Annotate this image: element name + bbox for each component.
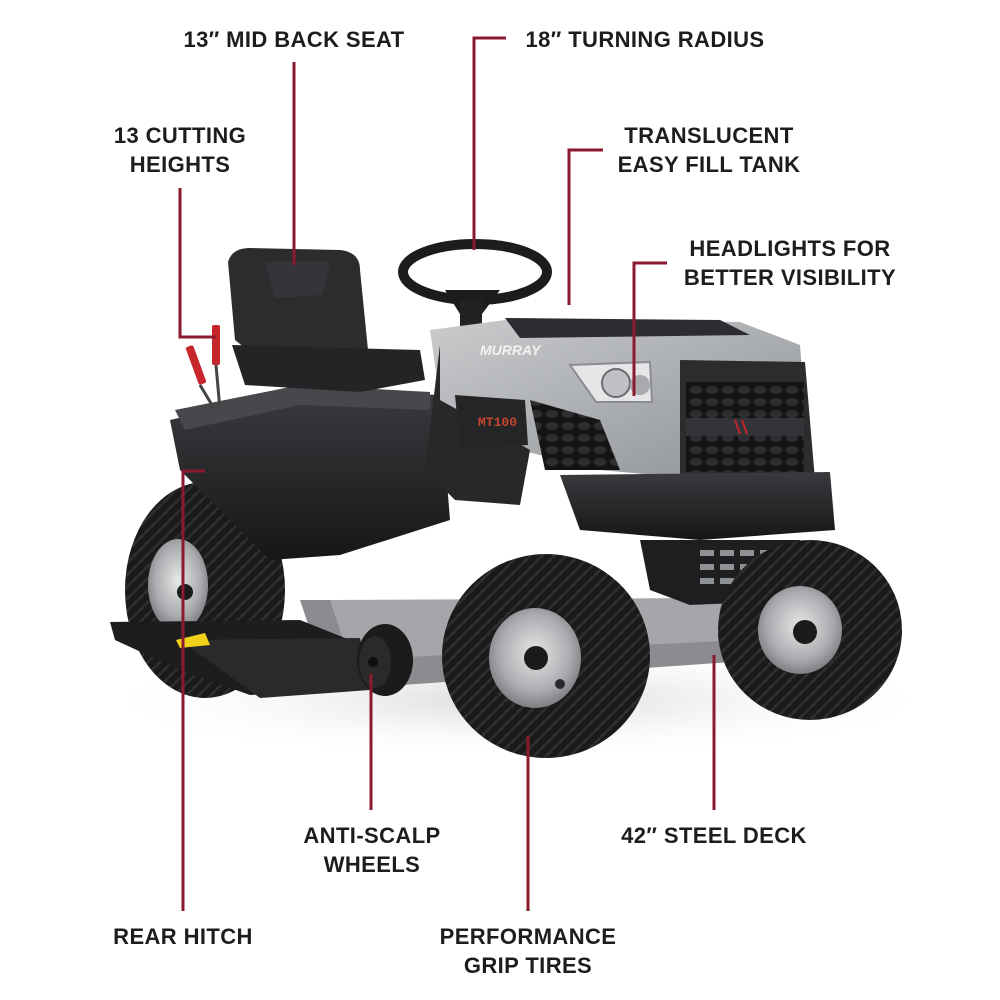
callout-turning-radius: 18″ TURNING RADIUS: [512, 25, 778, 54]
front-left-wheel: [442, 554, 650, 758]
rear-fender: [170, 390, 450, 560]
callout-fuel-tank: TRANSLUCENT EASY FILL TANK: [604, 121, 814, 179]
callout-text: WHEELS: [323, 852, 421, 877]
hitch-leader-line: [181, 469, 205, 911]
headlights-leader-line: [632, 261, 667, 396]
callout-text: REAR HITCH: [113, 924, 253, 949]
model-badge: [455, 395, 528, 448]
cutting-height-levers: [185, 325, 222, 411]
tank-leader-line: [567, 148, 603, 305]
callout-seat: 13″ MID BACK SEAT: [170, 25, 418, 54]
callout-text: 13″ MID BACK SEAT: [183, 27, 405, 52]
callout-lines: [178, 36, 716, 911]
callout-text: HEIGHTS: [129, 152, 231, 177]
callout-text: BETTER VISIBILITY: [683, 265, 897, 290]
callout-headlights: HEADLIGHTS FOR BETTER VISIBILITY: [672, 234, 908, 292]
callout-cutting-heights: 13 CUTTING HEIGHTS: [100, 121, 260, 179]
front-grille: [530, 360, 815, 480]
front-right-wheel: [718, 540, 902, 720]
callout-text: 18″ TURNING RADIUS: [525, 27, 765, 52]
callout-text: PERFORMANCE: [439, 924, 617, 949]
callout-text: HEADLIGHTS FOR: [689, 236, 891, 261]
front-bumper: [560, 472, 835, 540]
callout-text: EASY FILL TANK: [617, 152, 801, 177]
model-label: MT100: [478, 415, 517, 430]
brand-logo: MURRAY: [480, 342, 542, 358]
anti-scalp-wheel: [357, 624, 413, 696]
callout-steel-deck: 42″ STEEL DECK: [608, 821, 820, 850]
callout-text: TRANSLUCENT: [624, 123, 794, 148]
headlight: [568, 360, 654, 403]
callout-rear-hitch: REAR HITCH: [100, 922, 266, 951]
cutting-leader-line: [178, 188, 216, 339]
callout-anti-scalp-wheels: ANTI-SCALP WHEELS: [290, 821, 454, 879]
callout-text: GRIP TIRES: [463, 953, 593, 978]
callout-grip-tires: PERFORMANCE GRIP TIRES: [424, 922, 632, 980]
callout-text: 13 CUTTING: [113, 123, 247, 148]
callout-text: 42″ STEEL DECK: [621, 823, 807, 848]
callout-text: ANTI-SCALP: [303, 823, 441, 848]
turning-leader-line: [472, 36, 506, 250]
seat: [228, 248, 425, 392]
